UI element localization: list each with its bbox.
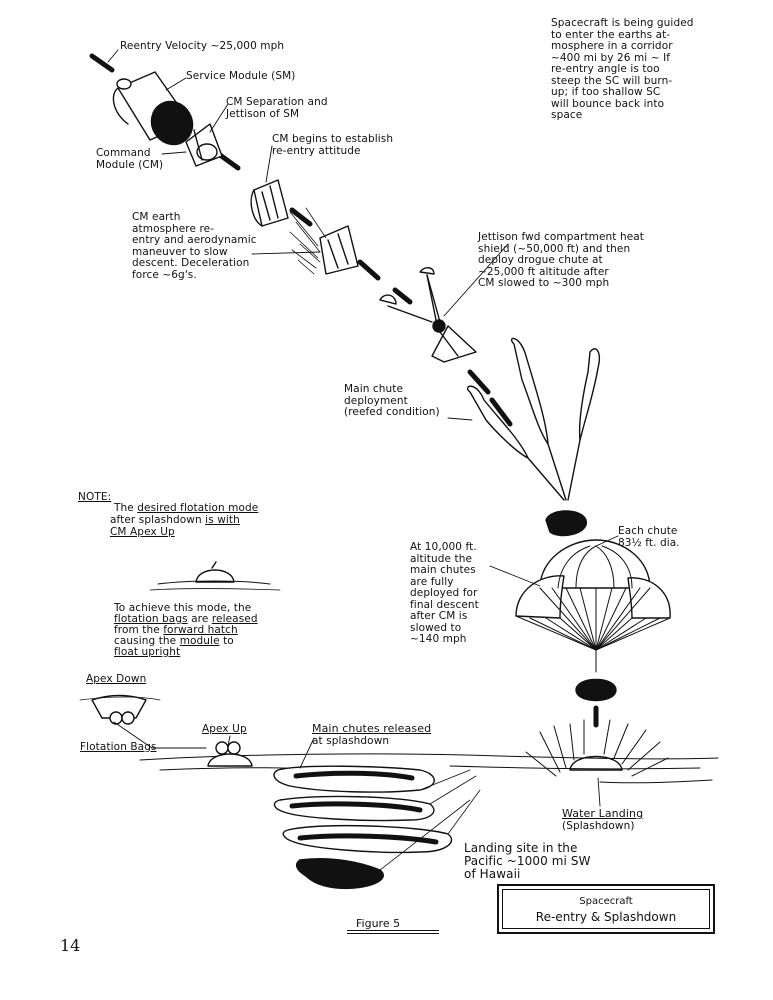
caption-box: Spacecraft Re-entry & Splashdown	[497, 884, 715, 934]
achieve-text: from the	[114, 624, 164, 636]
note-text: after splashdown	[110, 514, 206, 526]
achieve-text: to	[219, 635, 234, 647]
caption-subtitle: Re-entry & Splashdown	[535, 910, 677, 924]
released-subtext: at splashdown	[312, 734, 390, 747]
released-heading: Main chutes released	[312, 722, 432, 735]
achieve-text-underlined: forward hatch	[163, 624, 238, 636]
water-landing-heading: Water Landing	[562, 807, 644, 820]
achieve-line-2: flotation bags are released	[114, 613, 258, 626]
note-heading: NOTE:	[78, 491, 112, 503]
label-water-landing: Water Landing(Splashdown)	[562, 808, 643, 832]
label-cm-earth-reentry: CM earth atmosphere re- entry and aerody…	[132, 211, 257, 281]
note-line-3: CM Apex Up	[110, 526, 175, 539]
note-line-2: after splashdown is with	[110, 514, 240, 527]
achieve-line-1: To achieve this mode, the	[114, 602, 252, 614]
figure-label: Figure 5	[356, 917, 401, 930]
label-landing-site: Landing site in the Pacific ~1000 mi SW …	[464, 841, 591, 881]
achieve-text-underlined: module	[179, 635, 220, 647]
label-apex-up: Apex Up	[202, 723, 247, 735]
achieve-text: causing the	[114, 635, 180, 647]
note-block: NOTE:	[78, 491, 112, 504]
label-corridor-note: Spacecraft is being guided to enter the …	[551, 17, 694, 121]
label-flotation-bags: Flotation Bags	[80, 741, 157, 753]
apex-up-example	[149, 561, 281, 591]
note-text-underlined: CM Apex Up	[110, 526, 175, 538]
label-cm-attitude: CM begins to establish re-entry attitude	[272, 133, 394, 157]
figure-underline	[347, 930, 439, 931]
label-main-chute-deployment: Main chute deployment (reefed condition)	[344, 383, 440, 418]
label-service-module: Service Module (SM)	[186, 70, 296, 82]
label-reentry-velocity: Reentry Velocity ~25,000 mph	[120, 40, 285, 52]
released-chutes	[273, 765, 481, 890]
label-cm-separation: CM Separation and Jettison of SM	[226, 96, 328, 120]
cm-attitude	[250, 179, 289, 227]
page-number: 14	[60, 936, 81, 955]
note-text: The	[114, 502, 138, 514]
apex-up-capsule	[207, 741, 253, 767]
figure-underline	[347, 933, 439, 934]
leader-lines	[107, 49, 619, 807]
service-module	[112, 71, 194, 146]
note-text-underlined: desired flotation mode	[137, 502, 259, 514]
note-line-1: The desired flotation mode	[114, 502, 259, 515]
label-drogue-note: Jettison fwd compartment heat shield (~5…	[478, 231, 645, 289]
achieve-text: are	[187, 613, 212, 625]
achieve-line-5: float upright	[114, 646, 181, 659]
label-altitude-note: At 10,000 ft. altitude the main chutes a…	[410, 541, 479, 645]
achieve-text-underlined: float upright	[114, 646, 181, 658]
trajectory-path	[89, 53, 599, 728]
achieve-line-4: causing the module to	[114, 635, 234, 648]
drogue-chutes	[379, 267, 477, 363]
achieve-line-3: from the forward hatch	[114, 624, 238, 637]
water-landing-subtext: (Splashdown)	[562, 819, 635, 832]
reefed-main-chutes	[466, 337, 600, 537]
apex-down-capsule	[79, 694, 161, 725]
achieve-text-underlined: flotation bags	[114, 613, 188, 625]
splashdown-capsule	[525, 719, 669, 777]
command-module-separating	[185, 123, 223, 167]
label-command-module: Command Module (CM)	[96, 147, 164, 171]
label-apex-down: Apex Down	[86, 673, 147, 685]
achieve-text-underlined: released	[211, 613, 258, 625]
note-text-underlined: is with	[205, 514, 240, 526]
label-each-chute: Each chute 83½ ft. dia.	[618, 525, 680, 549]
main-chutes-deployed	[515, 539, 671, 702]
caption-title: Spacecraft	[579, 896, 633, 907]
